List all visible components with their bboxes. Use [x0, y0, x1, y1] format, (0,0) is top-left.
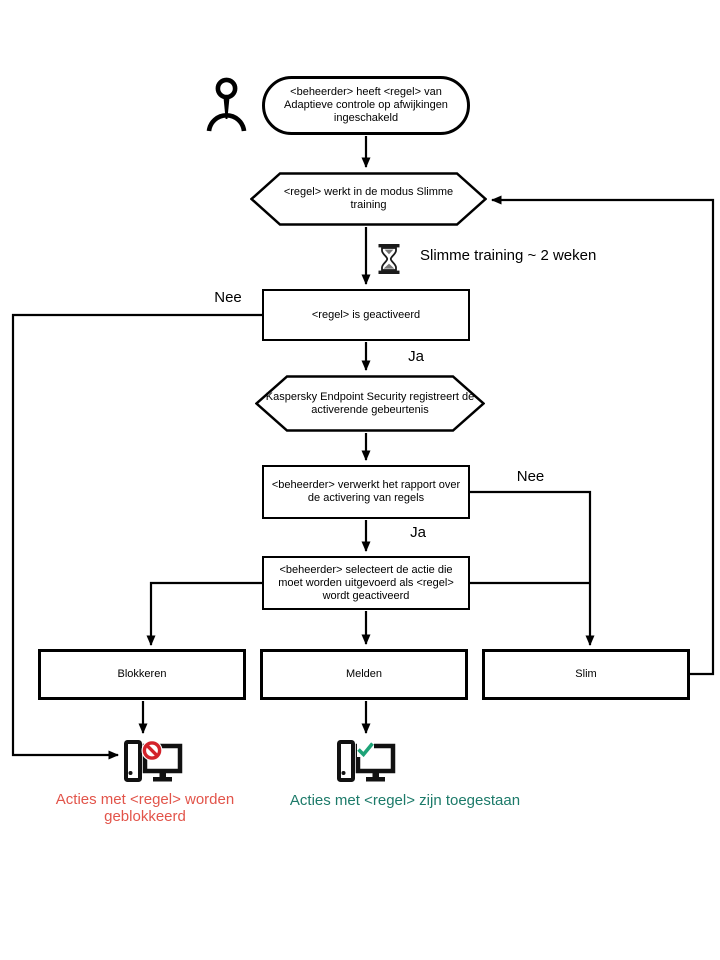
action-melden-label: Melden [345, 668, 383, 680]
node-action-melden: Melden [260, 649, 468, 700]
connector-slim-loop-to-training [491, 195, 715, 676]
hourglass-icon [378, 244, 400, 274]
connector-select-to-blokkeren [146, 581, 262, 646]
action-slim-label: Slim [575, 668, 597, 680]
node-event-registered: Kaspersky Endpoint Security registreert … [255, 375, 485, 432]
action-blokkeren-label: Blokkeren [117, 668, 167, 680]
node-rule-triggered-label: <regel> is geactiveerd [311, 308, 421, 321]
node-event-registered-label: Kaspersky Endpoint Security registreert … [265, 390, 475, 416]
connector-report-no-to-slim [470, 490, 595, 646]
branch-label-nee-left: Nee [214, 289, 242, 306]
branch-label-ja-1: Ja [408, 348, 424, 365]
training-duration-annotation: Slimme training ~ 2 weken [420, 247, 597, 264]
hexagon-shape [255, 375, 485, 432]
node-report-review: <beheerder> verwerkt het rapport over de… [262, 465, 470, 519]
hexagon-shape [250, 172, 487, 226]
node-start-label: <beheerder> heeft <regel> van Adaptieve … [284, 86, 448, 124]
outcome-allowed-text: Acties met <regel> zijn toegestaan [289, 792, 521, 809]
outcome-blocked-text: Acties met <regel> worden geblokkeerd [55, 791, 235, 825]
node-training-mode: <regel> werkt in de modus Slimme trainin… [250, 172, 487, 226]
computer-allowed-icon [337, 740, 396, 782]
connector-triggered-no-to-blocked [11, 313, 262, 760]
node-start: <beheerder> heeft <regel> van Adaptieve … [262, 76, 470, 135]
node-action-blokkeren: Blokkeren [38, 649, 246, 700]
computer-blocked-icon [124, 740, 183, 782]
node-action-slim: Slim [482, 649, 690, 700]
node-rule-triggered: <regel> is geactiveerd [262, 289, 470, 341]
branch-label-ja-2: Ja [410, 524, 426, 541]
person-icon [206, 77, 247, 132]
node-training-mode-label: <regel> werkt in de modus Slimme trainin… [283, 186, 454, 211]
node-action-select-label: <beheerder> selecteert de actie die moet… [278, 563, 454, 602]
node-action-select: <beheerder> selecteert de actie die moet… [262, 556, 470, 610]
branch-label-nee-right: Nee [516, 468, 545, 485]
node-report-review-label: <beheerder> verwerkt het rapport over de… [271, 479, 461, 504]
